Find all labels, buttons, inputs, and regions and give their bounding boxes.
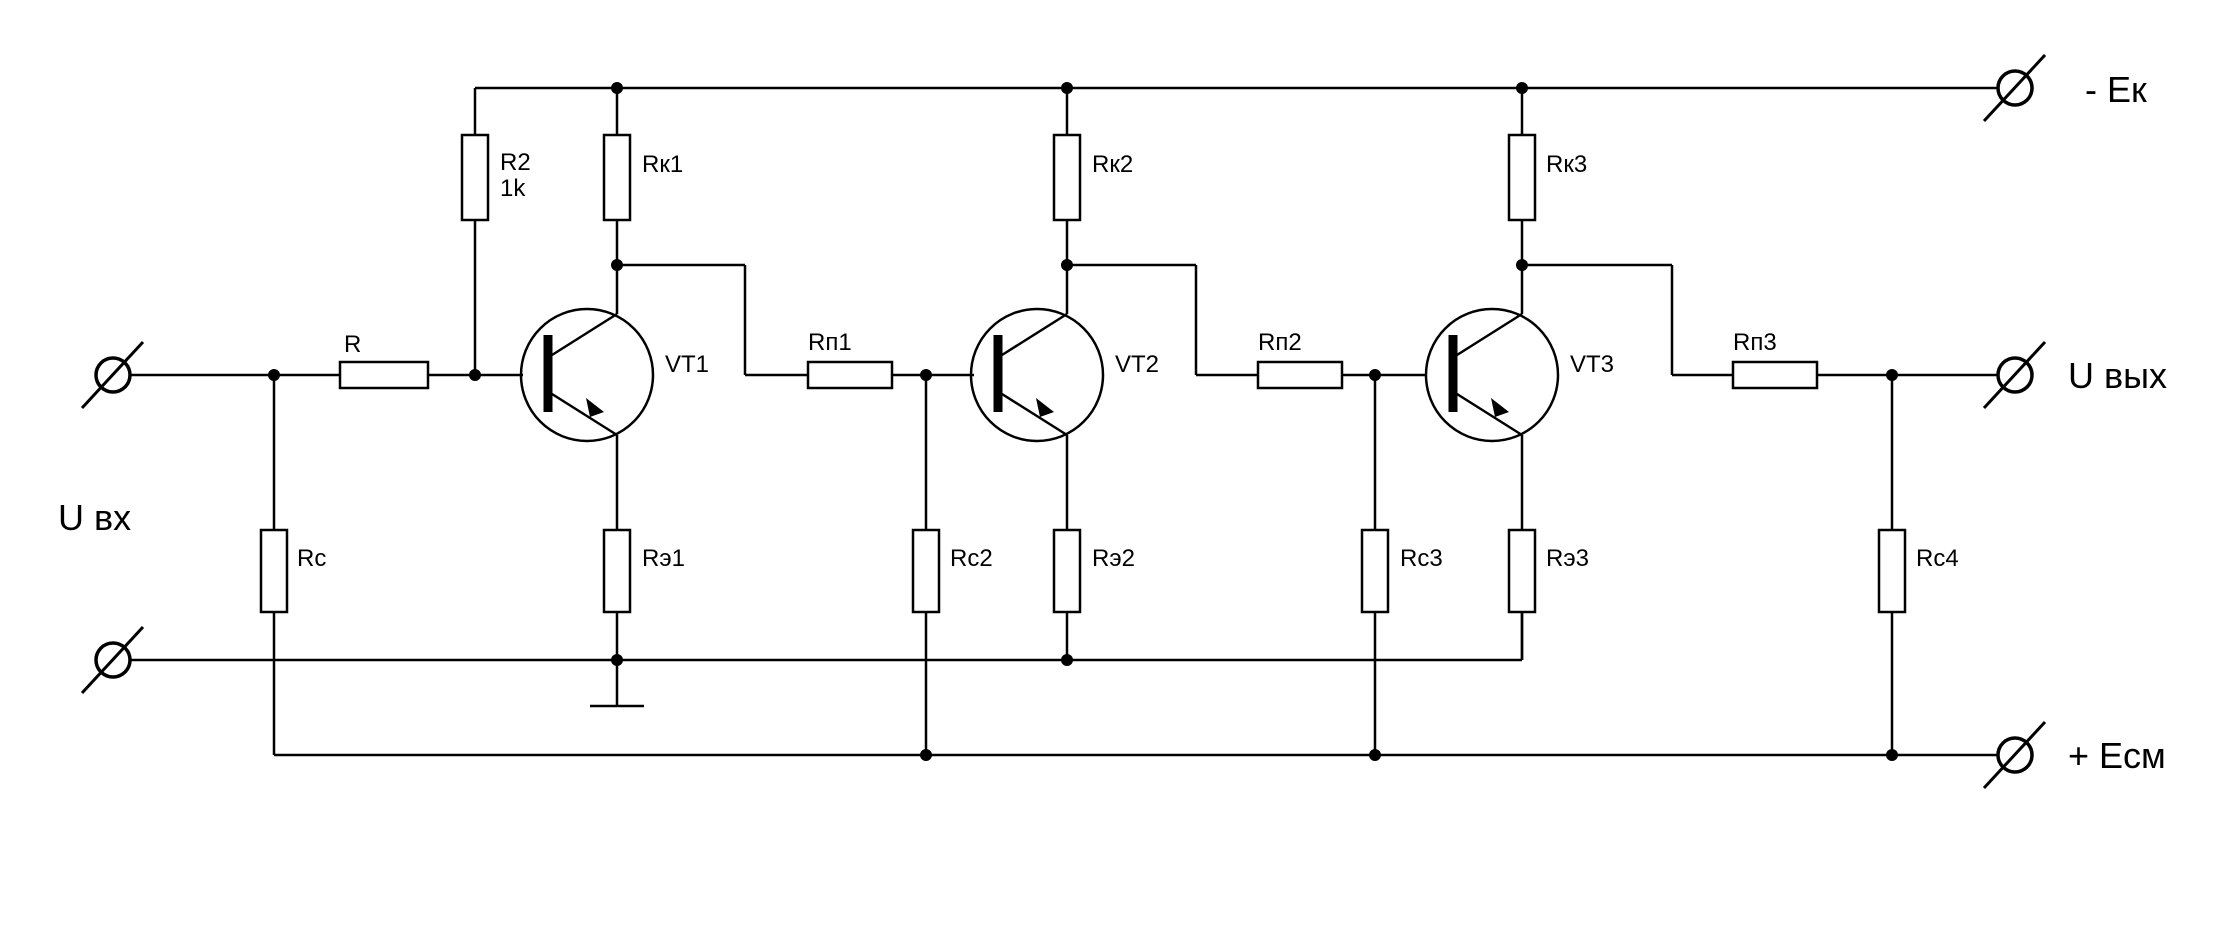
label-rp2: Rп2	[1258, 329, 1302, 356]
wires	[120, 86, 2007, 757]
label-vt3: VT3	[1570, 351, 1614, 378]
resistor-re2	[1052, 528, 1082, 614]
label-pos-supply: + Eсм	[2068, 735, 2166, 776]
junction-dot	[1886, 749, 1898, 761]
junction-dot	[1061, 82, 1073, 94]
terminal-slash	[1982, 340, 2047, 410]
resistors	[259, 133, 1907, 614]
collector-lead	[1001, 312, 1068, 357]
terminal-pos-supply	[1982, 720, 2047, 790]
label-rp3: Rп3	[1733, 329, 1777, 356]
label-re3: Rэ3	[1546, 545, 1589, 572]
junction-dot	[611, 259, 623, 271]
resistor-rc2	[911, 528, 941, 614]
junction-dot	[1516, 259, 1528, 271]
label-vt2: VT2	[1115, 351, 1159, 378]
terminal-input-bottom	[80, 625, 145, 695]
label-rc: Rc	[297, 545, 326, 572]
label-re1: Rэ1	[642, 545, 685, 572]
emitter-arrow	[1491, 398, 1509, 417]
label-r: R	[344, 331, 361, 358]
resistor-r2	[460, 133, 490, 222]
transistor-body	[969, 307, 1105, 443]
terminal-slash	[80, 625, 145, 695]
collector-lead	[1456, 312, 1523, 357]
collector-lead	[551, 312, 618, 357]
resistor-rp3	[1731, 360, 1819, 390]
emitter-arrow	[1036, 398, 1054, 417]
junction-dot	[469, 369, 481, 381]
terminal-input-top	[80, 340, 145, 410]
resistor-rk3	[1507, 133, 1537, 222]
label-rk1: Rк1	[642, 151, 683, 178]
junction-dot	[1061, 259, 1073, 271]
label-rp1: Rп1	[808, 329, 852, 356]
junction-dot	[1516, 82, 1528, 94]
label-rk2: Rк2	[1092, 151, 1133, 178]
label-input-voltage: U вх	[58, 497, 131, 538]
terminal-neg-supply	[1982, 53, 2047, 123]
resistor-rc4	[1877, 528, 1907, 614]
resistor-rc3	[1360, 528, 1390, 614]
label-neg-supply: - Eк	[2085, 69, 2147, 110]
label-rk3: Rк3	[1546, 151, 1587, 178]
label-r2-name: R2	[500, 149, 531, 176]
junction-dot	[611, 82, 623, 94]
transistor-vt1	[519, 307, 655, 443]
junction-dot	[1369, 369, 1381, 381]
resistor-rk2	[1052, 133, 1082, 222]
resistor-r	[338, 360, 430, 390]
emitter-arrow	[586, 398, 604, 417]
label-output-voltage: U вых	[2068, 355, 2167, 396]
resistor-re1	[602, 528, 632, 614]
labels: R R2 1k Rc Rк1 Rэ1 Rп1 Rc2 Rк2 Rэ2 Rп2 R…	[58, 69, 2167, 776]
label-vt1: VT1	[665, 351, 709, 378]
junction-dot	[1061, 654, 1073, 666]
junction-dot	[611, 654, 623, 666]
terminal-slash	[1982, 53, 2047, 123]
junction-dot	[920, 749, 932, 761]
resistor-rc	[259, 528, 289, 614]
terminal-output	[1982, 340, 2047, 410]
label-rc3: Rc3	[1400, 545, 1443, 572]
resistor-rp1	[806, 360, 894, 390]
terminal-slash	[80, 340, 145, 410]
label-r2-value: 1k	[500, 175, 526, 202]
transistor-body	[1424, 307, 1560, 443]
transistor-vt3	[1424, 307, 1560, 443]
resistor-rp2	[1256, 360, 1344, 390]
junction-dot	[920, 369, 932, 381]
resistor-rk1	[602, 133, 632, 222]
junction-dot	[1369, 749, 1381, 761]
label-re2: Rэ2	[1092, 545, 1135, 572]
junction-dot	[1886, 369, 1898, 381]
emitter-lead	[1001, 392, 1068, 437]
label-rc2: Rc2	[950, 545, 993, 572]
resistor-re3	[1507, 528, 1537, 614]
transistor-vt2	[969, 307, 1105, 443]
label-rc4: Rc4	[1916, 545, 1959, 572]
terminal-slash	[1982, 720, 2047, 790]
emitter-lead	[551, 392, 618, 437]
junction-dot	[268, 369, 280, 381]
junctions	[268, 82, 1898, 761]
transistor-body	[519, 307, 655, 443]
emitter-lead	[1456, 392, 1523, 437]
